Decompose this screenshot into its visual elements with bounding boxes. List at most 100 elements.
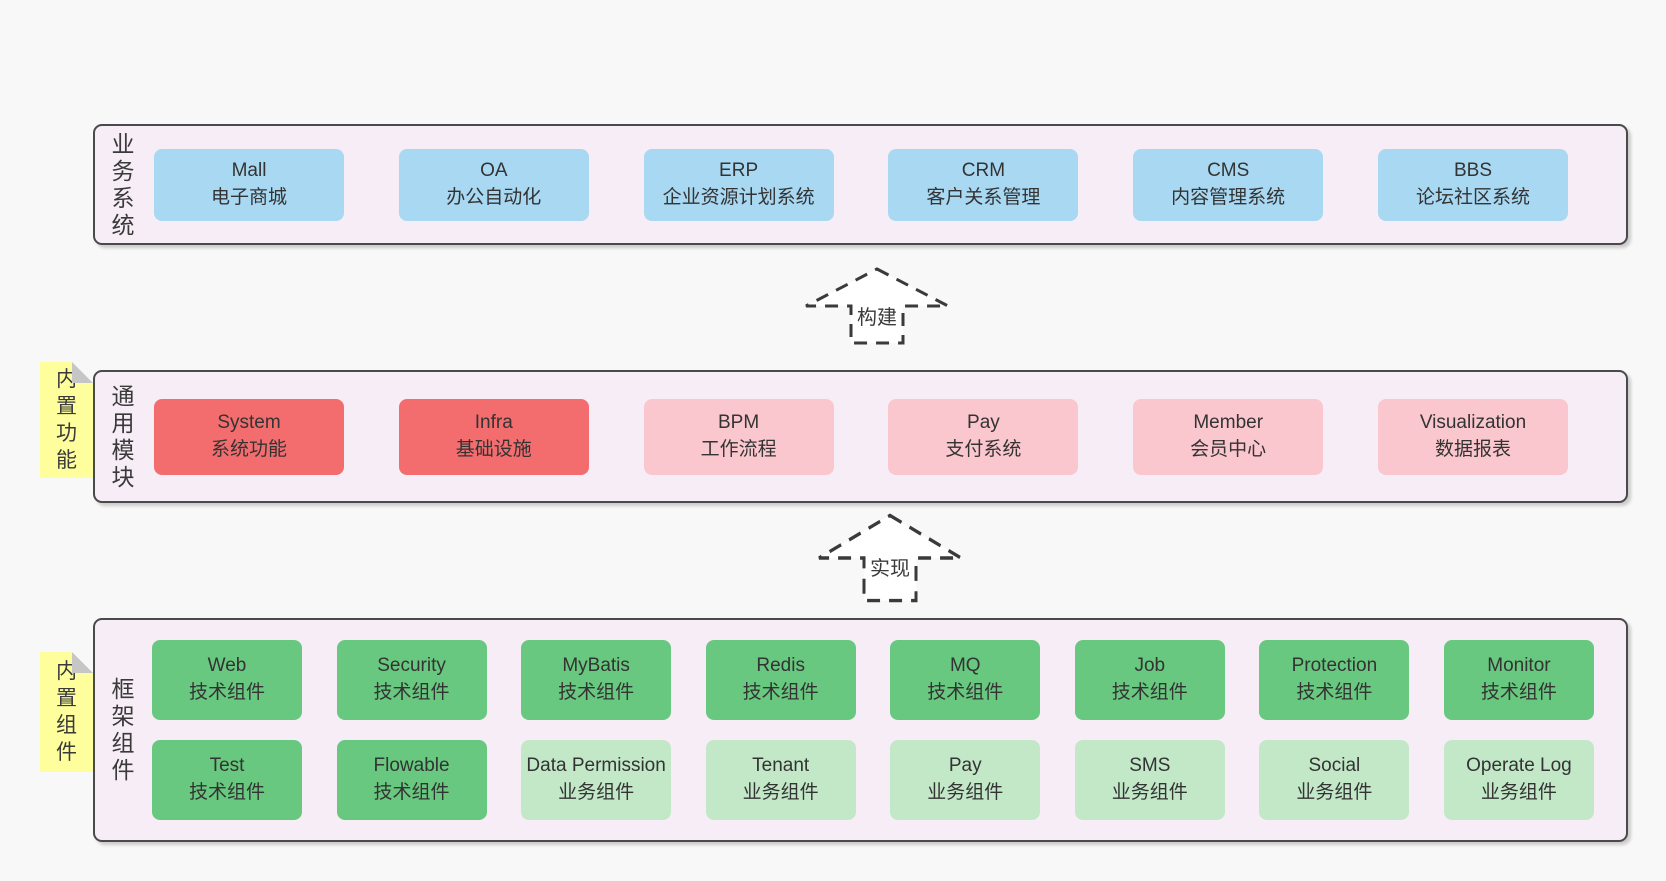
- box-subtitle: 业务组件: [927, 782, 1004, 803]
- box-title: Web: [207, 655, 247, 677]
- up-arrow-implement-icon: 实现: [815, 512, 965, 604]
- box-monitor: Monitor 技术组件: [1443, 640, 1594, 720]
- box-pay-system: Pay 支付系统: [888, 398, 1079, 475]
- box-pay-component: Pay 业务组件: [890, 740, 1041, 820]
- dashed-up-arrow-shape: [805, 267, 949, 345]
- box-cms: CMS 内容管理系统: [1133, 148, 1324, 221]
- box-subtitle: 基础设施: [455, 438, 532, 460]
- band-framework-content: Web 技术组件 Security 技术组件 MyBatis 技术组件 Redi…: [95, 620, 1626, 840]
- arrow-label-build: 构建: [857, 307, 897, 330]
- box-subtitle: 企业资源计划系统: [662, 186, 815, 208]
- box-subtitle: 内容管理系统: [1171, 186, 1286, 208]
- box-title: Operate Log: [1466, 755, 1572, 777]
- box-social: Social 业务组件: [1259, 740, 1410, 820]
- box-subtitle: 业务组件: [742, 782, 819, 803]
- framework-row-2: Test 技术组件 Flowable 技术组件 Data Permission …: [152, 740, 1594, 820]
- box-mq: MQ 技术组件: [890, 640, 1041, 720]
- band-label-common-modules: 通用模块: [108, 372, 138, 501]
- box-member: Member 会员中心: [1133, 398, 1324, 475]
- box-subtitle: 技术组件: [188, 682, 265, 703]
- box-data-permission: Data Permission 业务组件: [521, 740, 672, 820]
- band-modules-content: System 系统功能 Infra 基础设施 BPM 工作流程 Pay 支付系统…: [95, 372, 1626, 501]
- band-common-modules: 通用模块 System 系统功能 Infra 基础设施 BPM 工作流程 Pay…: [93, 370, 1628, 503]
- band-business-content: Mall 电子商城 OA 办公自动化 ERP 企业资源计划系统 CRM 客户关系…: [95, 126, 1626, 243]
- box-title: MQ: [949, 655, 981, 677]
- box-title: Job: [1134, 655, 1166, 677]
- sticky-note-built-in-features: 内置功能: [40, 362, 93, 478]
- box-title: Tenant: [752, 755, 810, 777]
- box-subtitle: 技术组件: [558, 682, 635, 703]
- box-subtitle: 业务组件: [1296, 782, 1373, 803]
- box-title: Flowable: [373, 755, 450, 777]
- box-mall: Mall 电子商城: [154, 148, 344, 221]
- band-framework-components: 框架组件 Web 技术组件 Security 技术组件 MyBatis 技术组件…: [93, 618, 1628, 842]
- box-title: Visualization: [1419, 411, 1527, 433]
- box-subtitle: 技术组件: [927, 682, 1004, 703]
- box-subtitle: 业务组件: [1480, 782, 1557, 803]
- dashed-up-arrow-shape: [818, 513, 962, 603]
- band-business-systems: 业务系统 Mall 电子商城 OA 办公自动化 ERP 企业资源计划系统 CRM…: [93, 124, 1628, 245]
- up-arrow-build-icon: 构建: [802, 266, 952, 346]
- box-security: Security 技术组件: [336, 640, 487, 720]
- box-title: System: [217, 411, 281, 433]
- box-subtitle: 系统功能: [210, 438, 287, 460]
- sticky-note-label: 内置功能: [56, 368, 77, 472]
- box-title: Test: [209, 755, 245, 777]
- box-title: ERP: [719, 159, 759, 181]
- box-subtitle: 工作流程: [700, 438, 777, 460]
- box-subtitle: 技术组件: [742, 682, 819, 703]
- box-title: Member: [1193, 411, 1264, 433]
- box-subtitle: 支付系统: [945, 438, 1022, 460]
- box-title: BBS: [1453, 159, 1492, 181]
- box-title: MyBatis: [562, 655, 630, 677]
- box-subtitle: 技术组件: [188, 782, 265, 803]
- box-redis: Redis 技术组件: [705, 640, 856, 720]
- sticky-note-built-in-components: 内置组件: [40, 652, 93, 772]
- band-label-text: 通用模块: [111, 382, 135, 490]
- box-title: Social: [1308, 755, 1361, 777]
- box-title: BPM: [718, 411, 760, 433]
- box-visualization: Visualization 数据报表: [1377, 398, 1568, 475]
- box-title: OA: [480, 159, 508, 181]
- box-system: System 系统功能: [154, 398, 344, 475]
- box-test: Test 技术组件: [152, 740, 302, 820]
- box-web: Web 技术组件: [152, 640, 302, 720]
- box-bpm: BPM 工作流程: [643, 398, 834, 475]
- box-sms: SMS 业务组件: [1074, 740, 1225, 820]
- box-bbs: BBS 论坛社区系统: [1377, 148, 1568, 221]
- box-subtitle: 电子商城: [210, 186, 287, 208]
- framework-row-1: Web 技术组件 Security 技术组件 MyBatis 技术组件 Redi…: [152, 640, 1594, 720]
- box-crm: CRM 客户关系管理: [888, 148, 1079, 221]
- box-subtitle: 论坛社区系统: [1415, 186, 1530, 208]
- box-operate-log: Operate Log 业务组件: [1443, 740, 1594, 820]
- sticky-note-label: 内置组件: [56, 660, 77, 764]
- box-title: Infra: [474, 411, 513, 433]
- box-subtitle: 技术组件: [1480, 682, 1557, 703]
- box-subtitle: 数据报表: [1434, 438, 1511, 460]
- box-subtitle: 技术组件: [1111, 682, 1188, 703]
- box-subtitle: 技术组件: [1296, 682, 1373, 703]
- band-label-business-systems: 业务系统: [108, 126, 138, 243]
- box-title: Protection: [1291, 655, 1378, 677]
- box-subtitle: 会员中心: [1190, 438, 1267, 460]
- box-title: Security: [377, 655, 446, 677]
- box-job: Job 技术组件: [1074, 640, 1225, 720]
- box-erp: ERP 企业资源计划系统: [643, 148, 834, 221]
- box-infra: Infra 基础设施: [398, 398, 589, 475]
- box-title: Pay: [948, 755, 982, 777]
- arrow-label-implement: 实现: [870, 558, 910, 581]
- box-subtitle: 客户关系管理: [926, 186, 1041, 208]
- box-tenant: Tenant 业务组件: [705, 740, 856, 820]
- box-title: Data Permission: [526, 755, 666, 777]
- box-title: SMS: [1129, 755, 1171, 777]
- box-title: Redis: [756, 655, 805, 677]
- box-flowable: Flowable 技术组件: [336, 740, 487, 820]
- box-subtitle: 业务组件: [558, 782, 635, 803]
- box-title: Mall: [231, 159, 267, 181]
- box-mybatis: MyBatis 技术组件: [521, 640, 672, 720]
- box-subtitle: 技术组件: [373, 782, 450, 803]
- box-title: CMS: [1207, 159, 1250, 181]
- box-title: CRM: [961, 159, 1006, 181]
- box-subtitle: 技术组件: [373, 682, 450, 703]
